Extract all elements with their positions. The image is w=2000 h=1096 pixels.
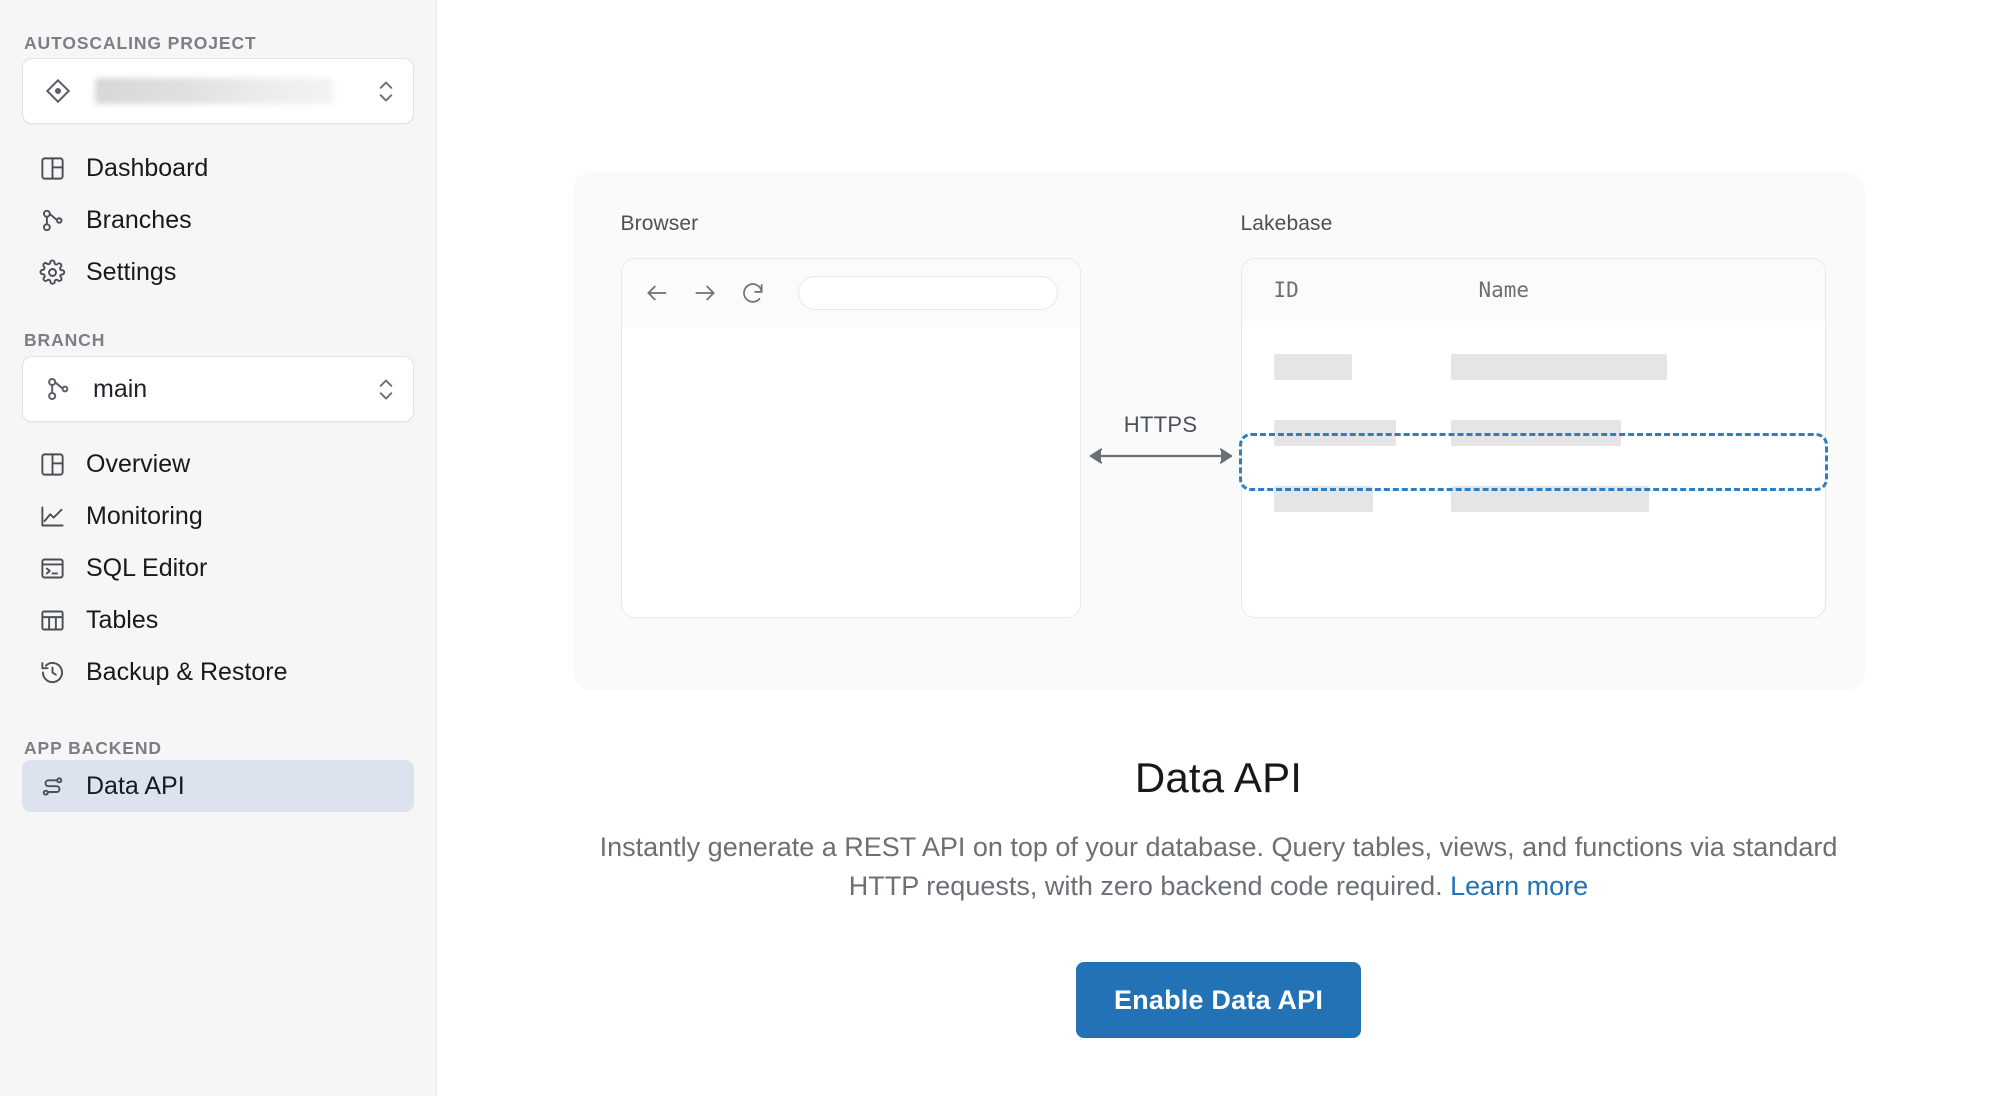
- sidebar: AUTOSCALING PROJECT: [0, 0, 437, 1096]
- column-header-id: ID: [1273, 278, 1299, 302]
- https-connector: HTTPS: [1081, 412, 1241, 473]
- content-wrapper: Browser: [572, 0, 1865, 1039]
- description-text: Instantly generate a REST API on top of …: [599, 832, 1838, 902]
- chevron-updown-icon: [375, 73, 397, 109]
- table-row: [1242, 345, 1825, 389]
- sidebar-item-branches[interactable]: Branches: [22, 194, 414, 246]
- enable-data-api-button[interactable]: Enable Data API: [1075, 962, 1362, 1039]
- skeleton-cell-id: [1273, 354, 1352, 380]
- skeleton-cell-name: [1450, 486, 1649, 512]
- illustration-lakebase-column: Lakebase ID Name: [1238, 212, 1828, 618]
- arrow-left-icon[interactable]: [644, 280, 670, 306]
- double-arrow-icon: [1081, 444, 1241, 473]
- branch-selector-value: main: [93, 374, 148, 403]
- skeleton-cell-id: [1273, 420, 1396, 446]
- project-nav-group: Dashboard Branches: [22, 142, 414, 298]
- monitoring-chart-icon: [38, 502, 66, 530]
- sidebar-item-monitoring[interactable]: Monitoring: [22, 490, 414, 542]
- page-title: Data API: [1134, 754, 1303, 801]
- lakebase-caption: Lakebase: [1240, 212, 1333, 235]
- main-content: Browser: [437, 0, 2000, 1096]
- arrow-right-icon[interactable]: [692, 280, 718, 306]
- browser-viewport: [621, 327, 1080, 617]
- sidebar-item-label: Dashboard: [86, 153, 209, 182]
- table-header-row: ID Name: [1241, 259, 1825, 321]
- sidebar-item-settings[interactable]: Settings: [22, 246, 414, 298]
- sidebar-section-project: AUTOSCALING PROJECT: [24, 33, 257, 53]
- branch-icon: [43, 374, 73, 404]
- sidebar-item-overview[interactable]: Overview: [22, 438, 414, 490]
- sidebar-item-data-api[interactable]: Data API: [22, 760, 414, 812]
- branch-nav-group: Overview Monitoring: [22, 438, 414, 698]
- data-api-illustration: Browser: [572, 172, 1865, 690]
- browser-toolbar: [621, 259, 1080, 327]
- backup-restore-clock-icon: [38, 658, 66, 686]
- chevron-updown-icon: [375, 371, 397, 407]
- sidebar-section-app-backend: APP BACKEND: [24, 738, 162, 758]
- branch-selector[interactable]: main: [22, 356, 414, 422]
- sidebar-item-label: Overview: [86, 449, 191, 478]
- skeleton-cell-id: [1273, 486, 1373, 512]
- table-row: [1242, 477, 1825, 521]
- sidebar-item-backup-restore[interactable]: Backup & Restore: [22, 646, 414, 698]
- overview-grid-icon: [38, 450, 66, 478]
- page-description: Instantly generate a REST API on top of …: [584, 828, 1854, 906]
- tables-icon: [38, 606, 66, 634]
- project-diamond-icon: [43, 76, 73, 106]
- gear-icon: [38, 258, 66, 286]
- transport-label: HTTPS: [1123, 411, 1198, 437]
- sidebar-item-sql-editor[interactable]: SQL Editor: [22, 542, 414, 594]
- sidebar-item-label: Monitoring: [86, 501, 203, 530]
- sidebar-item-label: Data API: [86, 771, 185, 800]
- app-backend-nav-group: Data API: [22, 760, 414, 812]
- sidebar-item-label: SQL Editor: [86, 553, 208, 582]
- sidebar-item-label: Settings: [86, 257, 177, 286]
- column-header-name: Name: [1478, 278, 1530, 302]
- illustration-browser-column: Browser: [620, 212, 1081, 618]
- browser-caption: Browser: [620, 212, 699, 235]
- sidebar-item-label: Backup & Restore: [86, 657, 288, 686]
- lakebase-table-mock: ID Name: [1238, 258, 1828, 618]
- skeleton-cell-name: [1450, 354, 1667, 380]
- sidebar-section-branch: BRANCH: [24, 330, 106, 350]
- sidebar-item-label: Tables: [86, 605, 159, 634]
- project-selector-value: [95, 78, 333, 104]
- reload-icon[interactable]: [740, 280, 766, 306]
- sidebar-item-dashboard[interactable]: Dashboard: [22, 142, 414, 194]
- dashboard-grid-icon: [38, 154, 66, 182]
- table-row: [1242, 411, 1825, 455]
- branch-icon: [38, 206, 66, 234]
- sidebar-item-tables[interactable]: Tables: [22, 594, 414, 646]
- sidebar-item-label: Branches: [86, 205, 192, 234]
- browser-mock: [620, 258, 1081, 618]
- sql-editor-terminal-icon: [38, 554, 66, 582]
- browser-url-bar[interactable]: [797, 276, 1058, 310]
- table-body: [1238, 321, 1828, 521]
- cta-container: Enable Data API: [573, 962, 1865, 1039]
- learn-more-link[interactable]: Learn more: [1450, 871, 1589, 902]
- project-selector[interactable]: [22, 58, 414, 124]
- data-api-nodes-icon: [38, 772, 66, 800]
- skeleton-cell-name: [1450, 420, 1621, 446]
